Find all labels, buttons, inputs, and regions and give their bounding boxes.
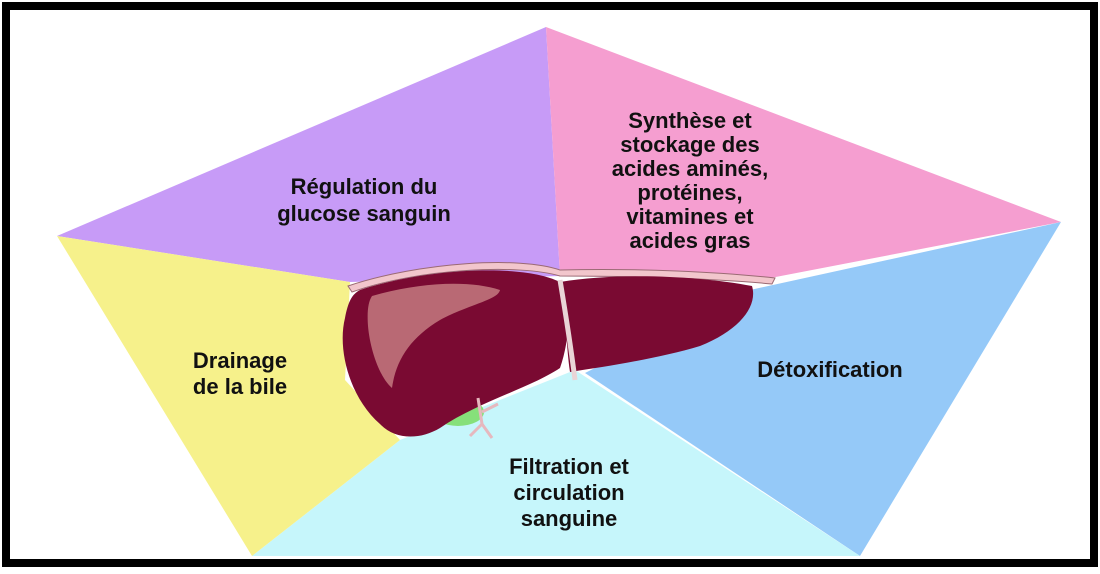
label-drainage-line: Drainage — [193, 348, 287, 373]
label-regulation-line: glucose sanguin — [277, 201, 451, 226]
label-filtration-line: Filtration et — [509, 454, 629, 479]
label-synthese-line: stockage des — [620, 132, 759, 157]
label-synthese-line: Synthèse et — [628, 108, 752, 133]
label-regulation-line: Régulation du — [291, 174, 438, 199]
label-filtration-line: circulation — [513, 480, 624, 505]
label-drainage-line: de la bile — [193, 374, 287, 399]
label-detox: Détoxification — [757, 357, 902, 382]
label-synthese-line: acides aminés, — [612, 156, 769, 181]
label-synthese-line: vitamines et — [626, 204, 754, 229]
label-detox-line: Détoxification — [757, 357, 902, 382]
label-synthese-line: acides gras — [629, 228, 750, 253]
label-filtration-line: sanguine — [521, 506, 618, 531]
label-synthese-line: protéines, — [637, 180, 742, 205]
